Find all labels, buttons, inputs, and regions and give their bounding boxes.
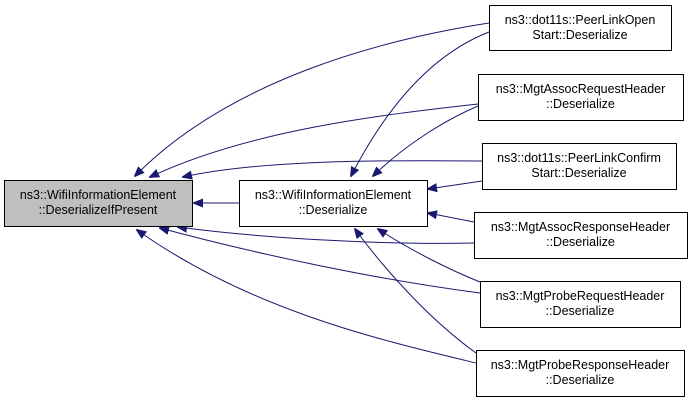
edge-plo-to-deser <box>351 31 490 176</box>
edge-plo-to-root <box>135 22 490 176</box>
node-label-line: ::Deserialize <box>546 235 615 249</box>
nodes-group: ns3::WifiInformationElement::Deserialize… <box>4 5 688 397</box>
node-label-line: ns3::WifiInformationElement <box>255 188 412 202</box>
node-box <box>474 212 688 259</box>
edge-presp-to-root <box>137 230 477 364</box>
node-box <box>489 5 672 51</box>
node-presp[interactable]: ns3::MgtProbeResponseHeader::Deserialize <box>476 350 685 397</box>
node-aresp[interactable]: ns3::MgtAssocResponseHeader::Deserialize <box>474 212 688 259</box>
edge-aresp-to-root <box>178 227 475 244</box>
node-box <box>239 180 428 227</box>
node-label-line: ::DeserializeIfPresent <box>39 203 158 217</box>
edge-areq-to-deser <box>373 105 479 176</box>
node-label-line: ns3::MgtAssocResponseHeader <box>491 220 670 234</box>
node-label-line: ::Deserialize <box>546 373 615 387</box>
node-box <box>476 350 685 397</box>
edge-areq-to-root <box>150 103 479 177</box>
node-label-line: ns3::WifiInformationElement <box>20 188 177 202</box>
edge-presp-to-deser <box>355 229 477 354</box>
node-label-line: ns3::MgtProbeRequestHeader <box>496 289 665 303</box>
node-box <box>480 281 681 328</box>
edge-aresp-to-deser <box>428 213 475 223</box>
node-label-line: ns3::dot11s::PeerLinkOpen <box>505 13 656 27</box>
node-label-line: ns3::MgtAssocRequestHeader <box>496 82 666 96</box>
edge-preq-to-deser <box>378 229 481 283</box>
node-label-line: Start::Deserialize <box>531 166 626 180</box>
node-label-line: ns3::dot11s::PeerLinkConfirm <box>497 151 661 165</box>
edge-plc-to-root <box>183 160 483 177</box>
node-root: ns3::WifiInformationElement::Deserialize… <box>4 180 193 227</box>
edge-plc-to-deser <box>428 180 483 189</box>
node-label-line: Start::Deserialize <box>532 28 627 42</box>
node-plo[interactable]: ns3::dot11s::PeerLinkOpenStart::Deserial… <box>489 5 672 51</box>
node-label-line: ::Deserialize <box>546 97 615 111</box>
node-box <box>482 143 677 190</box>
node-plc[interactable]: ns3::dot11s::PeerLinkConfirmStart::Deser… <box>482 143 677 190</box>
node-label-line: ns3::MgtProbeResponseHeader <box>491 358 670 372</box>
node-label-line: ::Deserialize <box>546 304 615 318</box>
node-deser[interactable]: ns3::WifiInformationElement::Deserialize <box>239 180 428 227</box>
node-preq[interactable]: ns3::MgtProbeRequestHeader::Deserialize <box>480 281 681 328</box>
node-areq[interactable]: ns3::MgtAssocRequestHeader::Deserialize <box>478 74 684 121</box>
edges-group <box>135 22 490 364</box>
edge-preq-to-root <box>160 228 481 294</box>
node-box <box>4 180 193 227</box>
node-label-line: ::Deserialize <box>299 203 368 217</box>
node-box <box>478 74 684 121</box>
